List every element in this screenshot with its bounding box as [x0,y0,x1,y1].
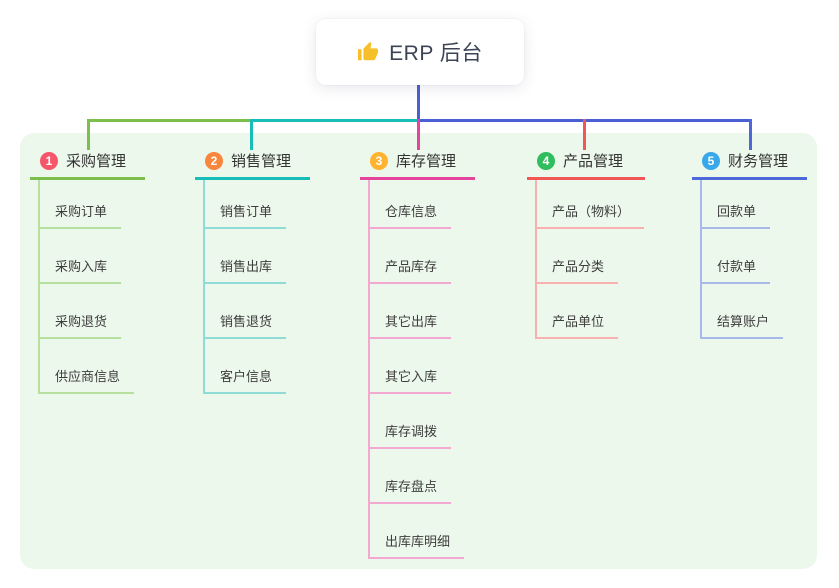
child-node[interactable]: 仓库信息 [368,203,452,229]
child-node[interactable]: 付款单 [700,258,771,284]
branch-drop-line [583,119,586,150]
child-node[interactable]: 客户信息 [203,368,287,394]
bus-segment [87,119,253,122]
child-node[interactable]: 产品库存 [368,258,452,284]
branch-label: 产品管理 [563,153,624,170]
child-node[interactable]: 产品单位 [535,313,619,339]
child-node[interactable]: 采购退货 [38,313,122,339]
child-node[interactable]: 回款单 [700,203,771,229]
child-connector-line [203,179,205,394]
child-node[interactable]: 库存调拨 [368,423,452,449]
child-node[interactable]: 库存盘点 [368,478,452,504]
branch-label: 财务管理 [728,153,789,170]
child-connector-line [38,179,40,394]
child-node[interactable]: 出库库明细 [368,533,465,559]
branch-drop-line [250,119,253,150]
branches-panel [20,133,817,569]
branch-number-badge: 2 [205,151,223,170]
branch-header[interactable]: 1 采购管理 [30,150,145,180]
branch-number-badge: 1 [40,151,58,170]
child-node[interactable]: 供应商信息 [38,368,135,394]
child-node[interactable]: 产品（物料） [535,203,645,229]
child-connector-line [700,179,702,339]
branch-header[interactable]: 5 财务管理 [692,150,807,180]
branch-header[interactable]: 4 产品管理 [527,150,645,180]
branch-number-badge: 5 [702,151,720,170]
root-node[interactable]: ERP 后台 [316,19,524,85]
child-node[interactable]: 产品分类 [535,258,619,284]
child-connector-line [535,179,537,339]
child-node[interactable]: 采购订单 [38,203,122,229]
child-node[interactable]: 结算账户 [700,313,784,339]
child-node[interactable]: 销售出库 [203,258,287,284]
branch-drop-line [417,119,420,150]
branch-label: 采购管理 [66,153,127,170]
branch-label: 库存管理 [396,153,457,170]
branch-number-badge: 4 [537,151,555,170]
child-connector-line [368,179,370,559]
child-node[interactable]: 其它出库 [368,313,452,339]
branch-header[interactable]: 2 销售管理 [195,150,310,180]
branch-drop-line [87,119,90,150]
branch-drop-line [749,119,752,150]
branch-header[interactable]: 3 库存管理 [360,150,475,180]
child-node[interactable]: 采购入库 [38,258,122,284]
thumbs-up-icon [357,41,379,63]
root-node-label: ERP 后台 [389,42,483,65]
root-trunk-line [417,84,420,122]
branch-label: 销售管理 [231,153,292,170]
branch-number-badge: 3 [370,151,388,170]
child-node[interactable]: 销售退货 [203,313,287,339]
child-node[interactable]: 销售订单 [203,203,287,229]
bus-segment [250,119,419,122]
child-node[interactable]: 其它入库 [368,368,452,394]
